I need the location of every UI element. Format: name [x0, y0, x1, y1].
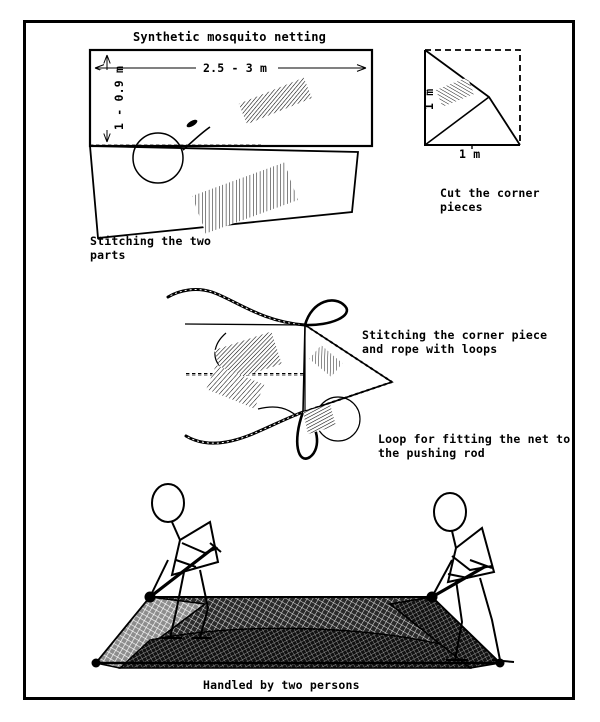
- needle-curve-b: [257, 406, 298, 417]
- figure-corner-piece: [166, 288, 394, 460]
- operator-right: [433, 492, 515, 663]
- operator-left-leg-front: [199, 569, 210, 639]
- rope-lower: [184, 410, 305, 445]
- corner-square-bottom-label: 1 m: [459, 147, 481, 161]
- rope-loop-upper: [303, 299, 349, 327]
- corner-shading-b: [206, 365, 265, 409]
- corner-shading-c: [309, 345, 343, 377]
- cut-diagonal: [424, 96, 490, 146]
- square-dashed-edges: [425, 49, 521, 145]
- netting-sheet-title: Synthetic mosquito netting: [133, 30, 327, 44]
- rope-upper: [166, 288, 307, 327]
- stitch-line: [91, 143, 261, 147]
- page-border-frame: [23, 20, 575, 700]
- figure-netting-sheet: [88, 48, 374, 239]
- netting-width-label: 2.5 - 3 m: [203, 61, 268, 75]
- corner-stitching-caption-line1: Stitching the corner piece: [362, 328, 548, 342]
- needle-eye: [186, 119, 198, 128]
- corner-shading-a: [214, 331, 282, 383]
- operator-right-head: [433, 492, 467, 532]
- netting-edge-upper: [184, 323, 306, 326]
- corner-square-caption-line2: pieces: [440, 200, 483, 214]
- pushing-rod-right: [431, 564, 487, 599]
- netting-shading-lower: [192, 162, 298, 234]
- rope-upper-twist: [167, 289, 306, 326]
- netting-height-label: 1 - 0.9 m: [112, 65, 126, 130]
- operator-right-arm-upper: [451, 555, 493, 572]
- netting-second-part: [89, 145, 359, 239]
- corner-square-caption-line1: Cut the corner: [440, 186, 540, 200]
- loop-caption-line1: Loop for fitting the net to: [378, 432, 571, 446]
- netting-sheet-caption-line2: parts: [90, 248, 126, 262]
- loop-caption-line2: the pushing rod: [378, 446, 485, 460]
- figure-corner-square: [424, 49, 521, 149]
- net-rope-right: [431, 559, 453, 598]
- corner-square-left-label: 1 m: [422, 88, 436, 110]
- netting-sheet-caption-line1: Stitching the two: [90, 234, 212, 248]
- net-rope-left: [149, 559, 169, 598]
- corner-square-shading: [435, 77, 475, 107]
- operator-left-head: [151, 483, 185, 523]
- rope-lower-twist: [185, 411, 304, 444]
- pushing-rod-left-grip: [209, 542, 222, 553]
- pushing-rod-right-grip: [469, 559, 493, 569]
- operator-right-leg-front: [454, 579, 464, 661]
- figure-assembled-net: [91, 483, 515, 669]
- corner-piece-triangle: [302, 323, 394, 414]
- corner-stitching-caption-line2: and rope with loops: [362, 342, 498, 356]
- thread-loop: [132, 132, 184, 184]
- width-label-backdrop: [196, 60, 278, 76]
- operator-right-torso: [446, 526, 496, 584]
- height-label-backdrop: [100, 70, 115, 130]
- operator-left-neck: [171, 521, 181, 541]
- operator-left-leg-back: [169, 571, 185, 639]
- operator-left-torso: [170, 520, 220, 577]
- operator-right-leg-back: [479, 577, 501, 661]
- corner-shading-d: [303, 404, 336, 434]
- assembled-net-caption: Handled by two persons: [203, 678, 360, 692]
- operator-right-foot-back: [491, 659, 515, 663]
- operator-right-neck: [451, 530, 457, 549]
- net-corner-knot-front-left: [91, 658, 101, 668]
- pushing-rod-left: [149, 544, 217, 599]
- corner-piece-stitching: [302, 324, 393, 413]
- netting-shading-upper: [238, 77, 312, 125]
